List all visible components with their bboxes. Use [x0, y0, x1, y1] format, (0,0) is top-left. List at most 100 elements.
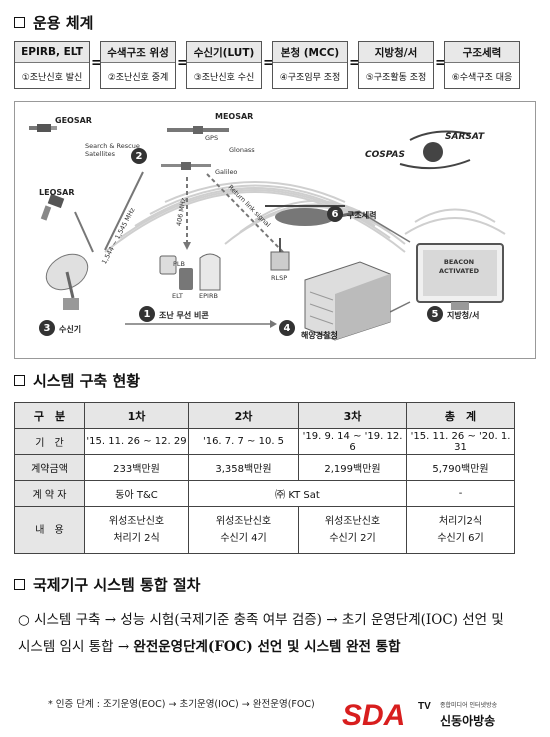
flow-separator: = — [263, 55, 275, 71]
receiver-label: 수신기 — [59, 325, 82, 334]
table-cell: 동아 T&C — [84, 480, 189, 507]
galileo-label: Galileo — [215, 168, 238, 176]
table-row: 계 약 자 동아 T&C ㈜ KT Sat - — [14, 480, 515, 507]
signal-waves — [104, 181, 506, 253]
section-title-operation: 운용 체계 — [14, 12, 93, 33]
geosar-satellite-icon — [29, 124, 57, 132]
row-label: 기 간 — [14, 428, 85, 455]
meosar-label: MEOSAR — [215, 112, 254, 121]
certification-note: * 인증 단계 : 조기운영(EOC) → 초기운영(IOC) → 완전운영(F… — [48, 699, 315, 710]
emphasis-text: 완전운영단계(FOC) 선언 및 시스템 완전 통합 — [133, 639, 401, 655]
section-title-status: 시스템 구축 현황 — [14, 370, 140, 391]
logo-graphic: SDA TV 종합미디어 인터넷방송 신동아방송 — [340, 699, 536, 733]
table-header: 2차 — [188, 402, 299, 429]
flow-step-head: 구조세력 — [445, 42, 519, 63]
arrow-heads — [183, 242, 277, 328]
flow-separator: = — [91, 55, 103, 71]
geosar-label: GEOSAR — [55, 116, 92, 125]
step-5-badge: 5 — [427, 306, 443, 322]
flow-step-head: 수신기(LUT) — [187, 42, 261, 63]
flow-step-body: ④구조임무 조정 — [279, 72, 341, 83]
leosar-satellite-icon — [40, 193, 65, 221]
flow-step-rescue: 구조세력 ⑥수색구조 대응 — [444, 41, 520, 89]
beacon-label: 조난 무선 비콘 — [159, 311, 209, 320]
table-cell: 5,790백만원 — [406, 454, 515, 481]
table-cell: 233백만원 — [84, 454, 189, 481]
table-header: 3차 — [298, 402, 407, 429]
flow-step-body: ③조난신호 수신 — [193, 72, 255, 83]
cospas-sarsat-diagram: GEOSAR MEOSAR GPS Glonass Galileo Search… — [14, 101, 536, 359]
sar-satellites-label: Search & Rescue Satellites — [85, 142, 140, 158]
step-3-badge: 3 — [39, 320, 55, 336]
step-4-badge: 4 — [279, 320, 295, 336]
step-2-badge: 2 — [131, 148, 147, 164]
flow-step-body: ①조난신호 발신 — [21, 72, 83, 83]
rlsp-label: RLSP — [271, 274, 288, 282]
square-bullet-icon — [14, 579, 25, 590]
table-header-row: 구 분 1차 2차 3차 총 계 — [14, 402, 515, 429]
glonass-label: Glonass — [229, 146, 255, 154]
logo-brand-text: SDA — [342, 699, 405, 732]
flow-step-satellite: 수색구조 위성 ②조난신호 중계 — [100, 41, 176, 89]
flow-step-regional: 지방청/서 ⑤구조활동 조정 — [358, 41, 434, 89]
step-6-badge: 6 — [327, 206, 343, 222]
section-title-integration: 국제기구 시스템 통합 절차 — [14, 574, 200, 595]
gps-label: GPS — [205, 134, 219, 142]
table-cell: '15. 11. 26 ~ '20. 1. 31 — [406, 428, 515, 455]
system-status-table: 구 분 1차 2차 3차 총 계 기 간 '15. 11. 26 ~ 12. 2… — [14, 402, 515, 554]
row-label: 계약금액 — [14, 454, 85, 481]
table-cell: '16. 7. 7 ~ 10. 5 — [188, 428, 299, 455]
operation-flow: EPIRB, ELT ①조난신호 발신 = 수색구조 위성 ②조난신호 중계 =… — [14, 41, 520, 91]
cospas-sarsat-logo — [399, 130, 471, 170]
table-header: 1차 — [84, 402, 189, 429]
table-header: 구 분 — [14, 402, 85, 429]
flow-step-head: EPIRB, ELT — [15, 42, 89, 63]
table-cell: 2,199백만원 — [298, 454, 407, 481]
cospas-label: COSPAS — [365, 150, 405, 160]
table-cell: ㈜ KT Sat — [188, 480, 407, 507]
flow-step-lut: 수신기(LUT) ③조난신호 수신 — [186, 41, 262, 89]
logo-name: 신동아방송 — [440, 713, 495, 728]
flow-step-body: ⑤구조활동 조정 — [365, 72, 427, 83]
coast-guard-building-icon — [304, 261, 391, 341]
leosar-label: LEOSAR — [39, 188, 75, 197]
table-cell: '15. 11. 26 ~ 12. 29 — [84, 428, 189, 455]
row-label: 계 약 자 — [14, 480, 85, 507]
diagram-graphics — [29, 124, 506, 341]
flow-step-body: ②조난신호 중계 — [107, 72, 169, 83]
flow-step-head: 수색구조 위성 — [101, 42, 175, 63]
circle-bullet-icon: ○ — [18, 612, 30, 628]
table-header: 총 계 — [406, 402, 515, 429]
coast-guard-label: 해양경찰청 — [301, 331, 338, 340]
step-1-badge: 1 — [139, 306, 155, 322]
flow-step-head: 지방청/서 — [359, 42, 433, 63]
flow-step-body: ⑥수색구조 대응 — [451, 72, 513, 83]
meosar-satellite-icon — [167, 126, 229, 134]
flow-step-epirb: EPIRB, ELT ①조난신호 발신 — [14, 41, 90, 89]
table-row: 기 간 '15. 11. 26 ~ 12. 29 '16. 7. 7 ~ 10.… — [14, 428, 515, 455]
table-cell: 3,358백만원 — [188, 454, 299, 481]
flow-step-mcc: 본청 (MCC) ④구조임무 조정 — [272, 41, 348, 89]
rescue-force-label: 구조세력 — [347, 211, 377, 220]
table-row: 계약금액 233백만원 3,358백만원 2,199백만원 5,790백만원 — [14, 454, 515, 481]
beacon-monitor-icon — [416, 243, 504, 310]
square-bullet-icon — [14, 17, 25, 28]
square-bullet-icon — [14, 375, 25, 386]
elt-label: ELT — [172, 292, 183, 300]
flow-step-head: 본청 (MCC) — [273, 42, 347, 63]
sda-tv-logo: SDA TV 종합미디어 인터넷방송 신동아방송 — [340, 693, 536, 733]
epirb-label: EPIRB — [199, 292, 218, 300]
rlsp-antenna-icon — [270, 238, 290, 271]
receiver-dish-icon — [45, 253, 89, 310]
flow-separator: = — [435, 55, 447, 71]
beacon-activated-label: BEACON ACTIVATED — [438, 258, 480, 275]
galileo-satellite-icon — [161, 162, 211, 170]
integration-procedure-text: ○ 시스템 구축 → 성능 시험(국제기준 충족 여부 검증) → 초기 운영단… — [18, 612, 504, 655]
flow-separator: = — [177, 55, 189, 71]
row-label: 내 용 — [14, 506, 85, 554]
